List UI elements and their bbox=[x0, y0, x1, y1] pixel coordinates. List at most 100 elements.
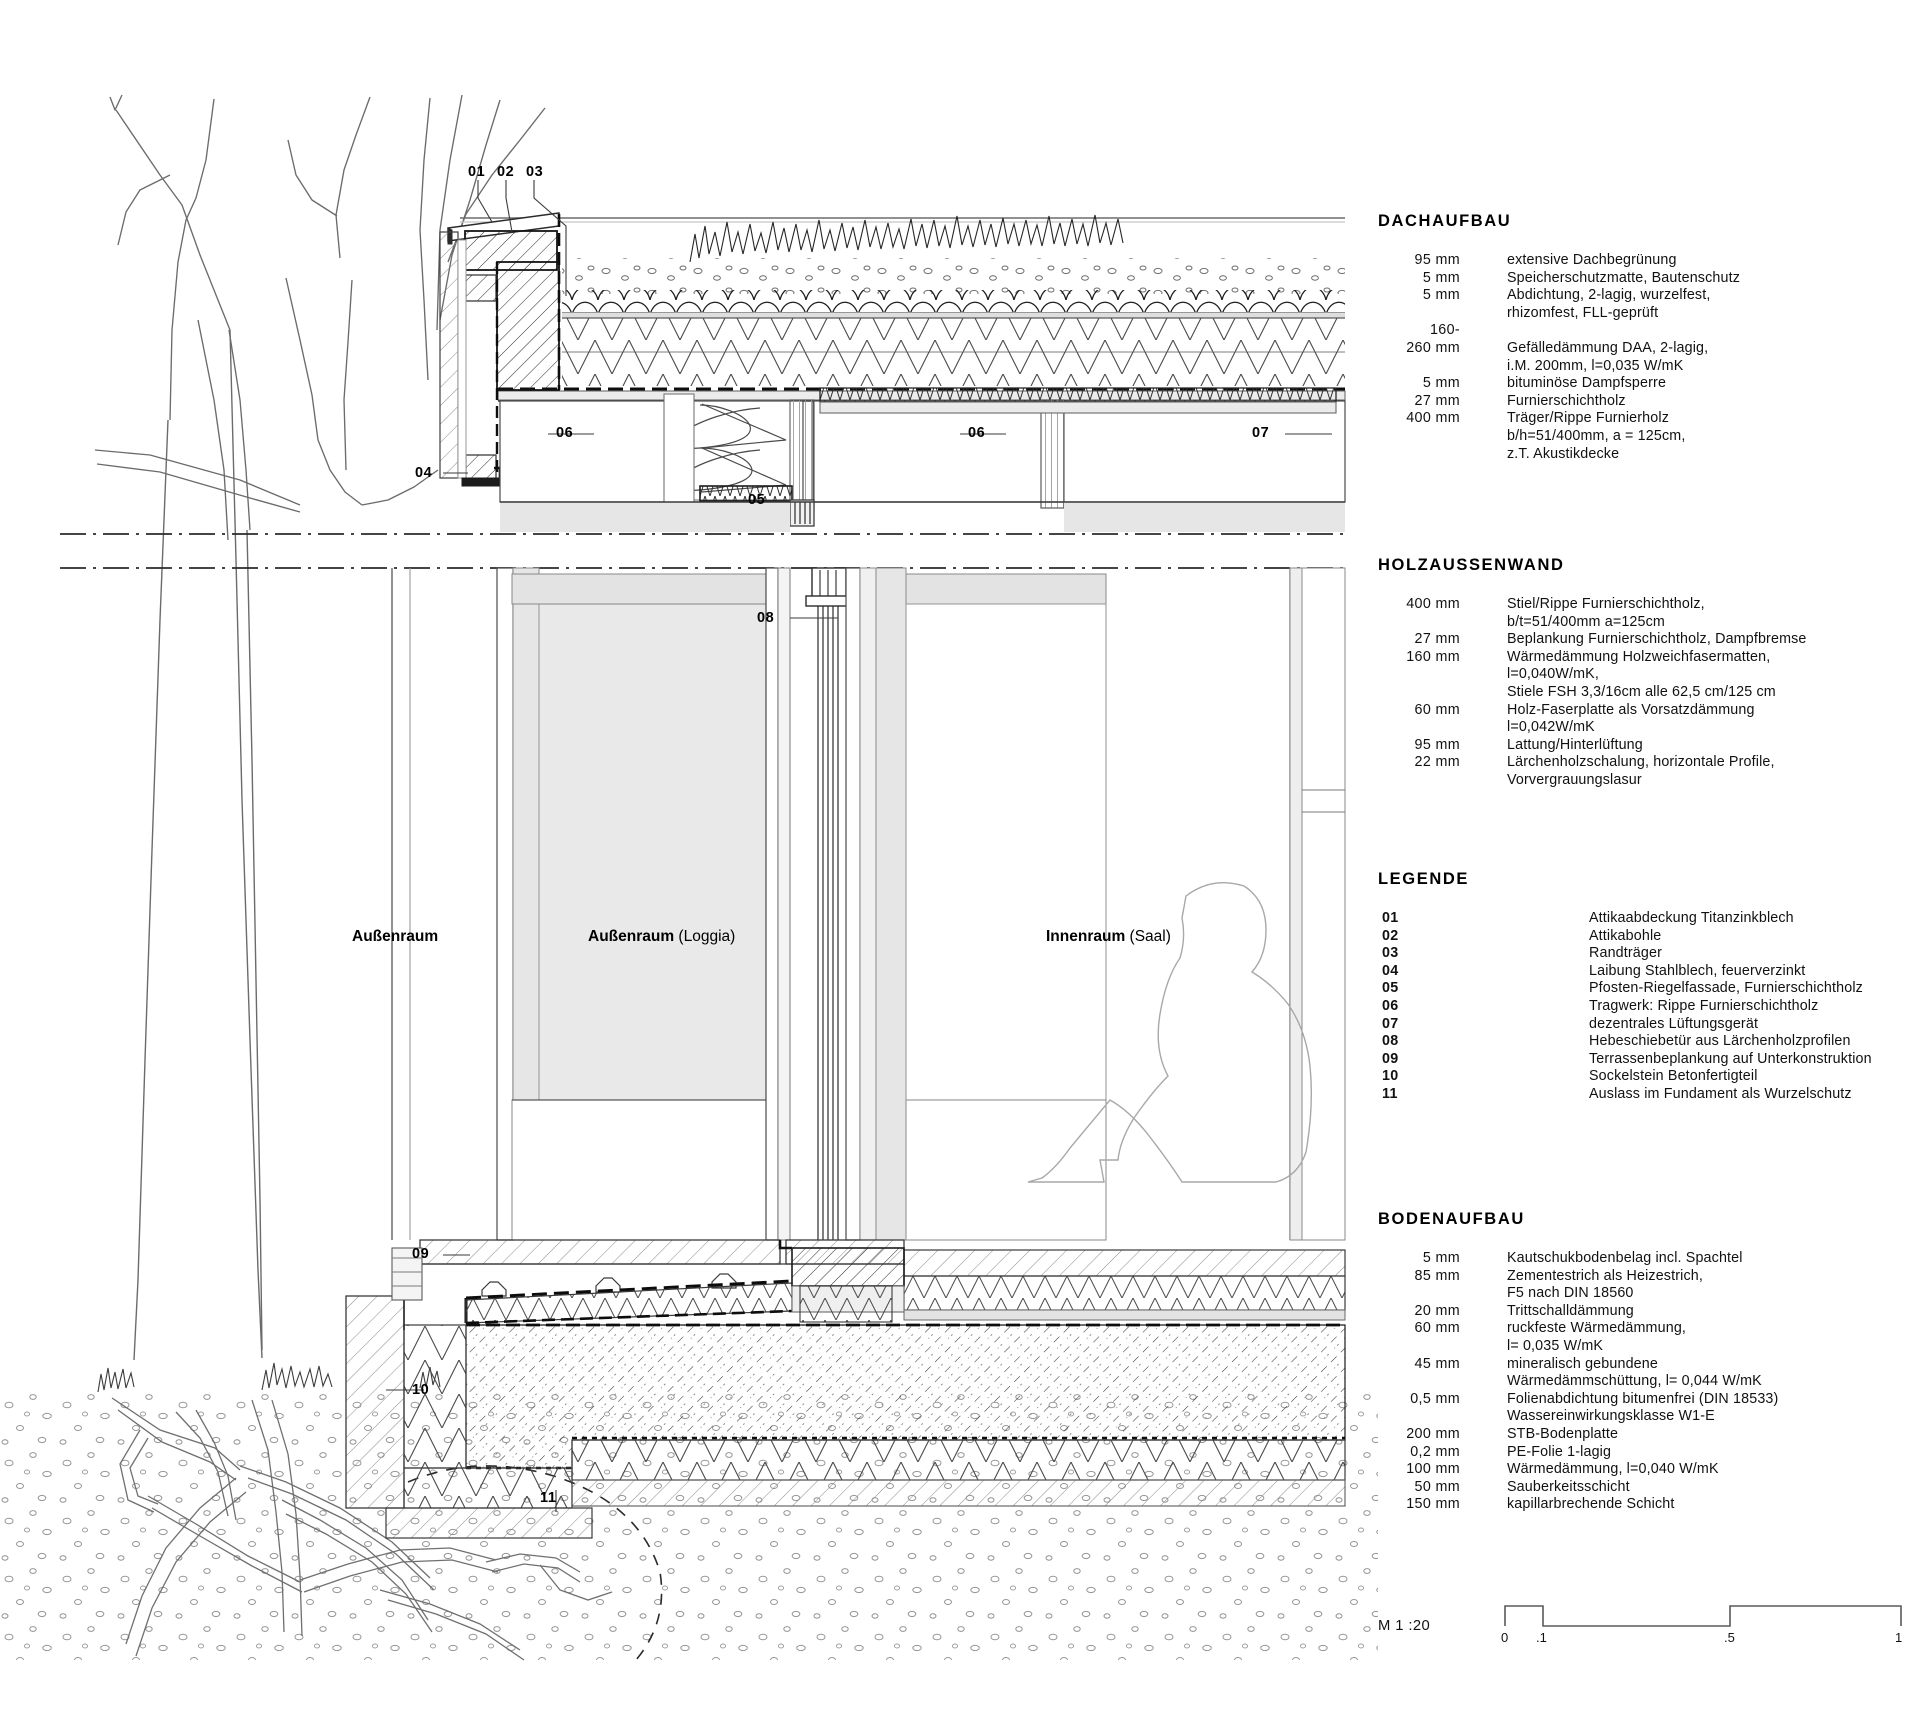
sliding-door-profile bbox=[817, 600, 839, 1240]
legend-key: 04 bbox=[1382, 962, 1399, 979]
scale-bar-graphic bbox=[1504, 1605, 1902, 1627]
legend-description: Terrassenbeplankung auf Unterkonstruktio… bbox=[1589, 1050, 1872, 1067]
spec-description: Wärmedämmung Holzweichfasermatten, bbox=[1507, 648, 1771, 665]
spec-description: Trittschalldämmung bbox=[1507, 1302, 1634, 1319]
callout-02: 02 bbox=[497, 164, 515, 180]
spec-row: 400 mm Träger/Rippe Furnierholz bbox=[1378, 410, 1908, 428]
spec-quantity: 0,5 mm bbox=[1410, 1390, 1460, 1407]
callout-08: 08 bbox=[757, 610, 775, 626]
root-branch bbox=[539, 1564, 613, 1601]
ceiling-rib-zone bbox=[499, 387, 1346, 532]
spec-row: b/h=51/400mm, a = 125cm, bbox=[1378, 428, 1908, 446]
spec-description: Zementestrich als Heizestrich, bbox=[1507, 1267, 1703, 1284]
spec-description: Furnierschichtholz bbox=[1507, 392, 1626, 409]
spec-description: bituminöse Dampfsperre bbox=[1507, 375, 1667, 392]
spec-row: Wärmedämmschüttung, l= 0,044 W/mK bbox=[1378, 1373, 1908, 1391]
spec-quantity: 27 mm bbox=[1414, 631, 1460, 648]
spec-quantity: 150 mm bbox=[1406, 1496, 1460, 1513]
spec-description: b/h=51/400mm, a = 125cm, bbox=[1507, 427, 1686, 444]
spec-description: Kautschukbodenbelag incl. Spachtel bbox=[1507, 1250, 1743, 1266]
spec-row: Vorvergrauungslasur bbox=[1378, 772, 1908, 790]
callout-01: 01 bbox=[468, 164, 486, 180]
scale-tick-0: 0 bbox=[1501, 1630, 1509, 1645]
spec-description: F5 nach DIN 18560 bbox=[1507, 1285, 1634, 1302]
room-name: Außenraum bbox=[352, 928, 439, 945]
spec-row: rhizomfest, FLL-geprüft bbox=[1378, 305, 1908, 323]
spec-row: 20 mm Trittschalldämmung bbox=[1378, 1303, 1908, 1321]
legend-description: Randträger bbox=[1589, 945, 1663, 962]
spec-description: Folienabdichtung bitumenfrei (DIN 18533) bbox=[1507, 1390, 1779, 1407]
spec-row: 160- bbox=[1378, 322, 1908, 340]
spec-row: l=0,042W/mK bbox=[1378, 719, 1908, 737]
spec-description: Abdichtung, 2-lagig, wurzelfest, bbox=[1507, 287, 1711, 304]
wall-window-zone bbox=[391, 567, 1346, 1241]
spec-quantity: 0,2 mm bbox=[1410, 1443, 1460, 1460]
spec-row: Stiele FSH 3,3/16cm alle 62,5 cm/125 cm bbox=[1378, 684, 1908, 702]
spec-description: b/t=51/400mm a=125cm bbox=[1507, 613, 1665, 630]
spec-description: i.M. 200mm, l=0,035 W/mK bbox=[1507, 357, 1684, 374]
spec-quantity: 160 mm bbox=[1406, 648, 1460, 665]
legende-title: LEGENDE bbox=[1378, 870, 1469, 888]
scale-tick-labels: 0 .1 .5 1 bbox=[1501, 1630, 1903, 1652]
legend-key: 02 bbox=[1382, 927, 1399, 944]
legend-description: dezentrales Lüftungsgerät bbox=[1589, 1015, 1759, 1032]
room-name: Außenraum bbox=[588, 928, 675, 945]
room-name: Innenraum bbox=[1046, 928, 1126, 945]
spec-quantity: 400 mm bbox=[1406, 596, 1460, 612]
spec-description: Wassereinwirkungsklasse W1-E bbox=[1507, 1408, 1715, 1425]
spec-description: kapillarbrechende Schicht bbox=[1507, 1496, 1675, 1513]
spec-description: z.T. Akustikdecke bbox=[1507, 445, 1620, 462]
spec-quantity: 20 mm bbox=[1414, 1302, 1460, 1319]
spec-description: Sauberkeitsschicht bbox=[1507, 1478, 1630, 1495]
spec-description: Stiele FSH 3,3/16cm alle 62,5 cm/125 cm bbox=[1507, 683, 1776, 700]
scale-tick-2: .5 bbox=[1724, 1630, 1735, 1645]
spec-description: STB-Bodenplatte bbox=[1507, 1425, 1619, 1442]
legend-key: 06 bbox=[1382, 997, 1399, 1014]
spec-quantity: 100 mm bbox=[1406, 1461, 1460, 1478]
spec-description: Träger/Rippe Furnierholz bbox=[1507, 410, 1669, 427]
legend-description: Laibung Stahlblech, feuerverzinkt bbox=[1589, 962, 1806, 979]
callout-06-right: 06 bbox=[968, 425, 986, 441]
room-qualifier: (Loggia) bbox=[674, 928, 736, 945]
spec-quantity: 50 mm bbox=[1414, 1478, 1460, 1495]
spec-quantity: 5 mm bbox=[1422, 1250, 1460, 1266]
spec-description: ruckfeste Wärmedämmung, bbox=[1507, 1320, 1687, 1337]
legend-item: 04 Laibung Stahlblech, feuerverzinkt bbox=[1378, 963, 1908, 981]
spec-description: l= 0,035 W/mK bbox=[1507, 1337, 1604, 1354]
callout-05: 05 bbox=[748, 492, 766, 508]
spec-description: Lärchenholzschalung, horizontale Profile… bbox=[1507, 754, 1775, 771]
roof-assembly bbox=[460, 214, 1346, 402]
floor-assembly bbox=[345, 1239, 1346, 1539]
callout-06-left: 06 bbox=[556, 425, 574, 441]
spec-quantity: 400 mm bbox=[1406, 410, 1460, 427]
spec-description: Vorvergrauungslasur bbox=[1507, 771, 1642, 788]
spec-row: l= 0,035 W/mK bbox=[1378, 1338, 1908, 1356]
spec-row: 50 mm Sauberkeitsschicht bbox=[1378, 1479, 1908, 1497]
scale-tick-3: 1 bbox=[1895, 1630, 1903, 1645]
spec-row: 0,5 mm Folienabdichtung bitumenfrei (DIN … bbox=[1378, 1391, 1908, 1409]
spec-description: Gefälledämmung DAA, 2-lagig, bbox=[1507, 339, 1709, 356]
section-break-line bbox=[60, 533, 1345, 569]
legend-key: 05 bbox=[1382, 980, 1399, 997]
spec-quantity: 85 mm bbox=[1414, 1267, 1460, 1284]
